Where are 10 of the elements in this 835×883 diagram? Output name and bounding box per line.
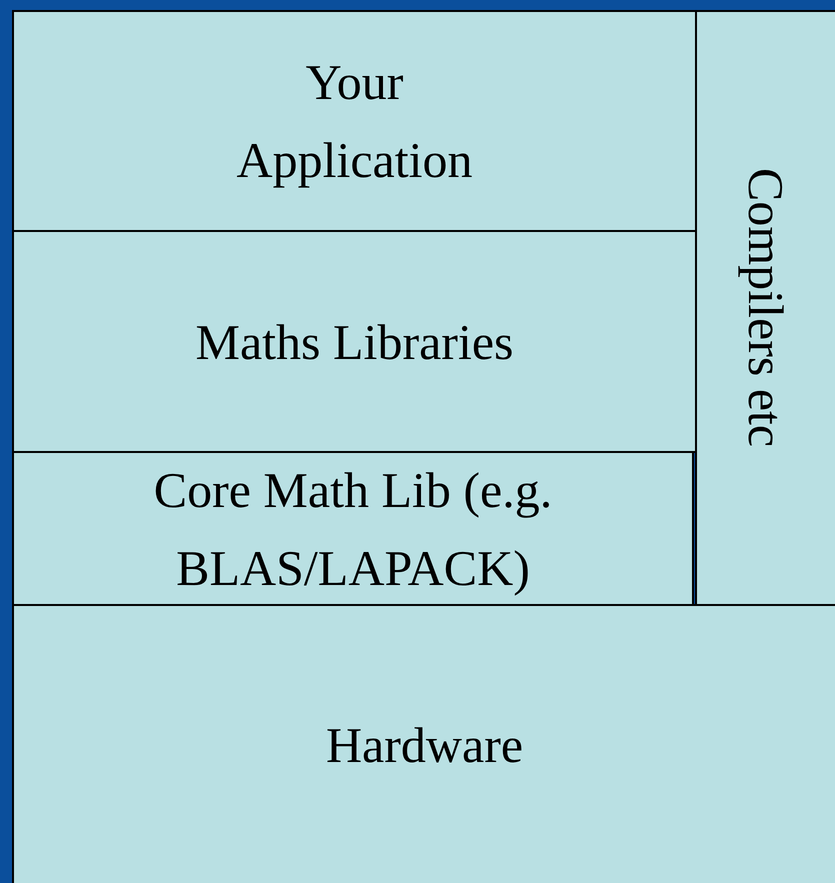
layer-box: [12, 451, 694, 606]
layer-box: [12, 230, 697, 453]
layer-label: Your Application: [235, 53, 474, 190]
layer-label: Maths Libraries: [196, 312, 514, 372]
layer-label: Core Math Lib (e.g. BLAS/LAPACK): [152, 460, 554, 598]
layer-box: [695, 10, 835, 606]
layer-box: [12, 604, 835, 883]
layer-box: [12, 10, 697, 232]
layer-label: Compilers etc: [737, 168, 795, 448]
layer-label: Hardware: [326, 716, 524, 774]
